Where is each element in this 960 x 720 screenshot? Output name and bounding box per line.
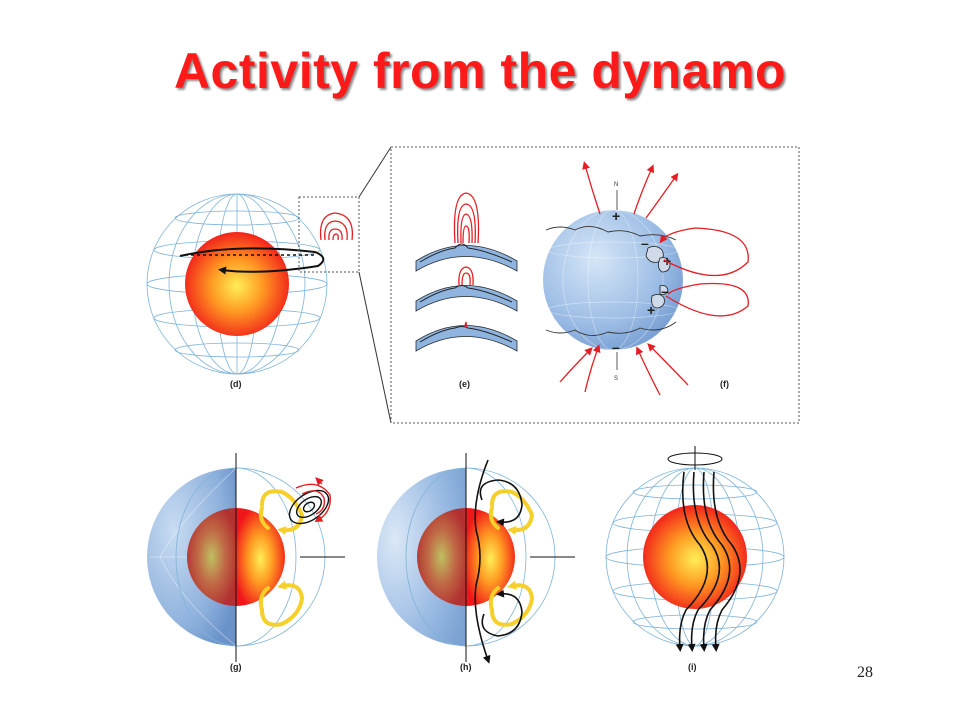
panel-label-i: (i) — [688, 662, 697, 672]
core-i — [643, 505, 747, 609]
core-d — [185, 232, 289, 336]
convection-cells-g — [258, 489, 305, 627]
polarity-minus-south: – — [612, 339, 620, 355]
panel-f: N S + – + – + – (f) — [543, 161, 749, 396]
polarity-minus-2: – — [661, 283, 669, 299]
north-pole-label: N — [614, 182, 618, 188]
surface-slices-e — [415, 243, 518, 352]
convection-cells-h — [488, 489, 535, 627]
toroidal-field-line-d — [179, 247, 325, 275]
panel-label-h: (h) — [460, 662, 472, 672]
panel-i: (i) — [605, 446, 785, 672]
panel-label-g: (g) — [230, 662, 242, 672]
south-pole-label: S — [614, 376, 618, 382]
panel-d: (d) — [146, 193, 360, 389]
panel-g: (g) — [147, 453, 345, 672]
zoom-box-d — [298, 196, 360, 273]
rotation-arrow-i — [667, 452, 723, 466]
panel-label-f: (f) — [720, 379, 729, 389]
globe-f — [543, 210, 683, 350]
panel-label-d: (d) — [230, 379, 242, 389]
polarity-plus-north: + — [612, 208, 620, 224]
core-half-right-g — [236, 508, 285, 606]
closed-loops-f — [659, 227, 749, 317]
panel-label-e: (e) — [459, 379, 470, 389]
slide-number: 28 — [857, 664, 873, 681]
magnetic-loop-g — [288, 477, 331, 525]
core-half-left-g — [187, 508, 236, 606]
rising-loops-e — [453, 192, 480, 286]
emerging-loops-d — [319, 212, 354, 241]
panel-e: (e) — [415, 192, 518, 389]
polarity-plus-2: + — [647, 302, 655, 318]
core-half-right-h — [466, 508, 515, 606]
zoom-detail-box — [390, 146, 800, 424]
slide-title: Activity from the dynamo — [173, 43, 787, 99]
twisted-field-line-h — [474, 459, 523, 664]
panel-h: (h) — [377, 453, 575, 672]
open-field-lines-f — [559, 161, 689, 396]
polarity-minus-1: – — [641, 235, 649, 251]
core-half-left-h — [417, 508, 466, 606]
wound-field-lines-i — [675, 471, 741, 652]
